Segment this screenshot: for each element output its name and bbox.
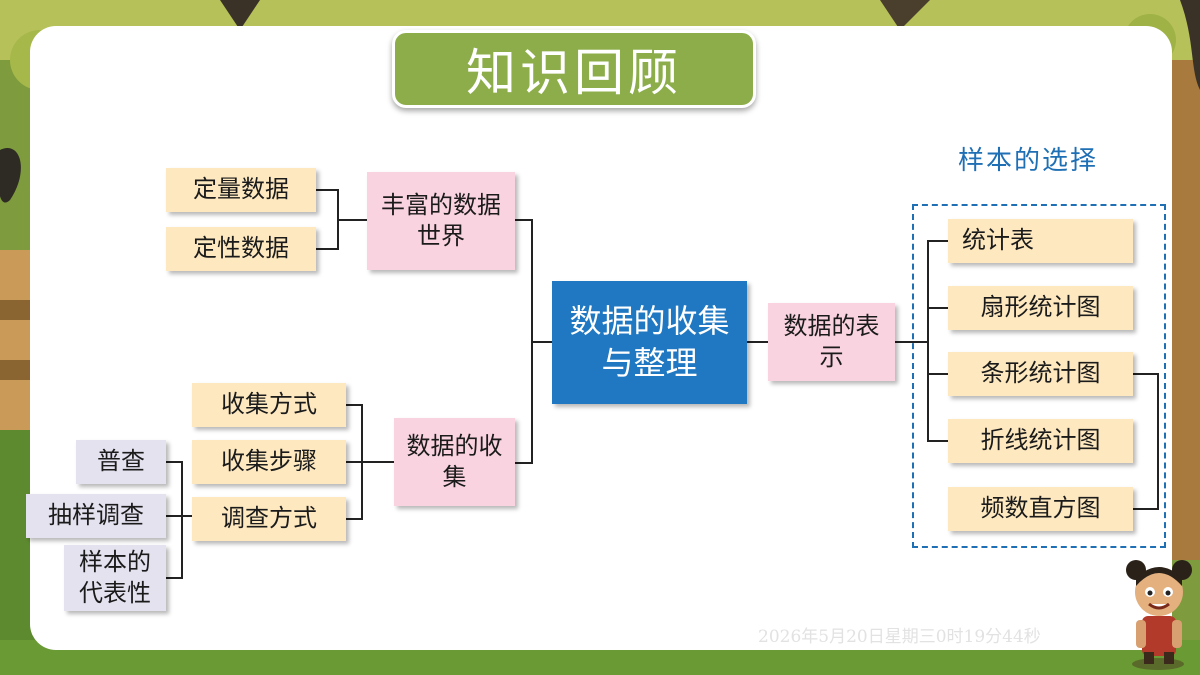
node-census: 普查 [76,440,166,484]
node-data-collection: 数据的收集 [394,418,515,506]
connector [515,219,533,464]
node-qualitative-data: 定性数据 [166,227,316,271]
node-rich-data-world: 丰富的数据世界 [367,172,515,270]
section-label: 样本的选择 [958,146,1099,176]
node-pie-chart: 扇形统计图 [948,286,1133,330]
node-statistical-table: 统计表 [948,219,1133,263]
node-survey-methods: 调查方式 [192,497,346,541]
representation-group-box [912,204,1166,548]
connector [166,461,183,579]
page-title: 知识回顾 [392,30,756,108]
node-data-collection-and-organization: 数据的收集与整理 [552,281,747,404]
node-collection-methods: 收集方式 [192,383,346,427]
node-data-representation: 数据的表示 [768,303,895,381]
connector [927,240,948,442]
node-bar-chart: 条形统计图 [948,352,1133,396]
cartoon-character-icon [1126,560,1192,670]
node-collection-steps: 收集步骤 [192,440,346,484]
connector [1133,373,1159,510]
node-frequency-histogram: 频数直方图 [948,487,1133,531]
node-quantitative-data: 定量数据 [166,168,316,212]
node-line-chart: 折线统计图 [948,419,1133,463]
connector [316,189,339,250]
timestamp: 2026年5月20日星期三0时19分44秒 [758,627,1041,647]
node-sample-representativeness: 样本的代表性 [64,545,166,611]
node-sampling-survey: 抽样调查 [26,494,166,538]
